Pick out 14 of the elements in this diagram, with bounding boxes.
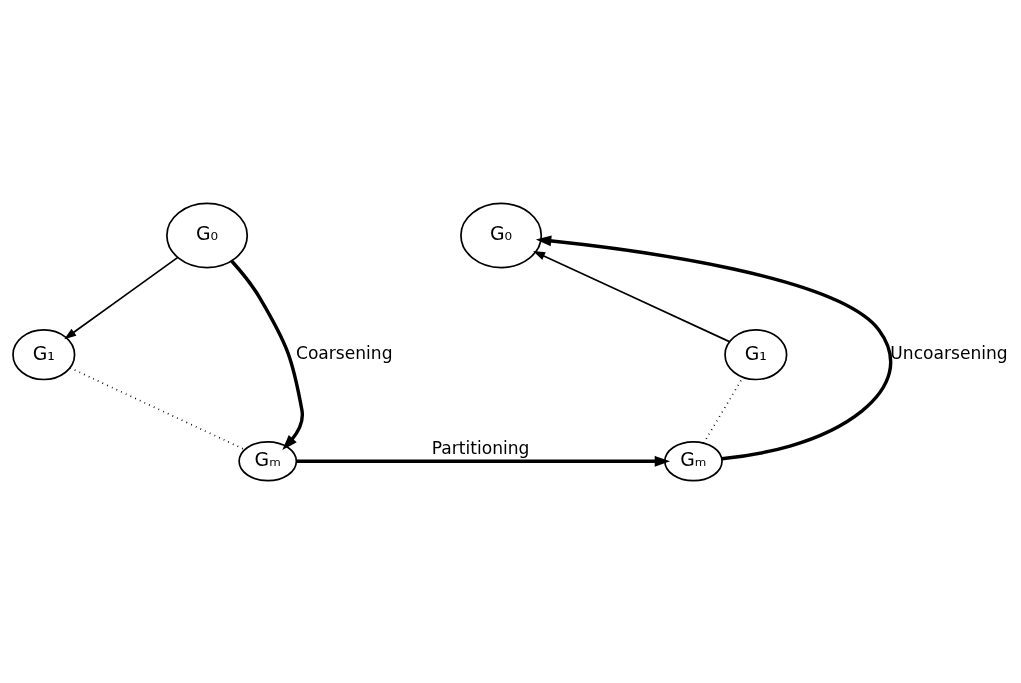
- arrow: [296, 455, 671, 467]
- node-ellipse: G₀: [460, 202, 543, 268]
- edge-label: Uncoarsening: [890, 342, 1008, 363]
- node-ellipse: G₁: [724, 328, 788, 380]
- node-ellipse: Gₘ: [663, 440, 723, 482]
- node-ellipse: Gₘ: [238, 440, 298, 482]
- connector: [69, 366, 246, 451]
- arrow: [64, 256, 179, 339]
- edge-label: Coarsening: [296, 342, 393, 363]
- edge-label: Partitioning: [431, 437, 530, 458]
- arrow: [230, 259, 305, 450]
- node-ellipse: G₀: [166, 202, 249, 268]
- arrow: [533, 250, 731, 342]
- arrow: [535, 235, 893, 460]
